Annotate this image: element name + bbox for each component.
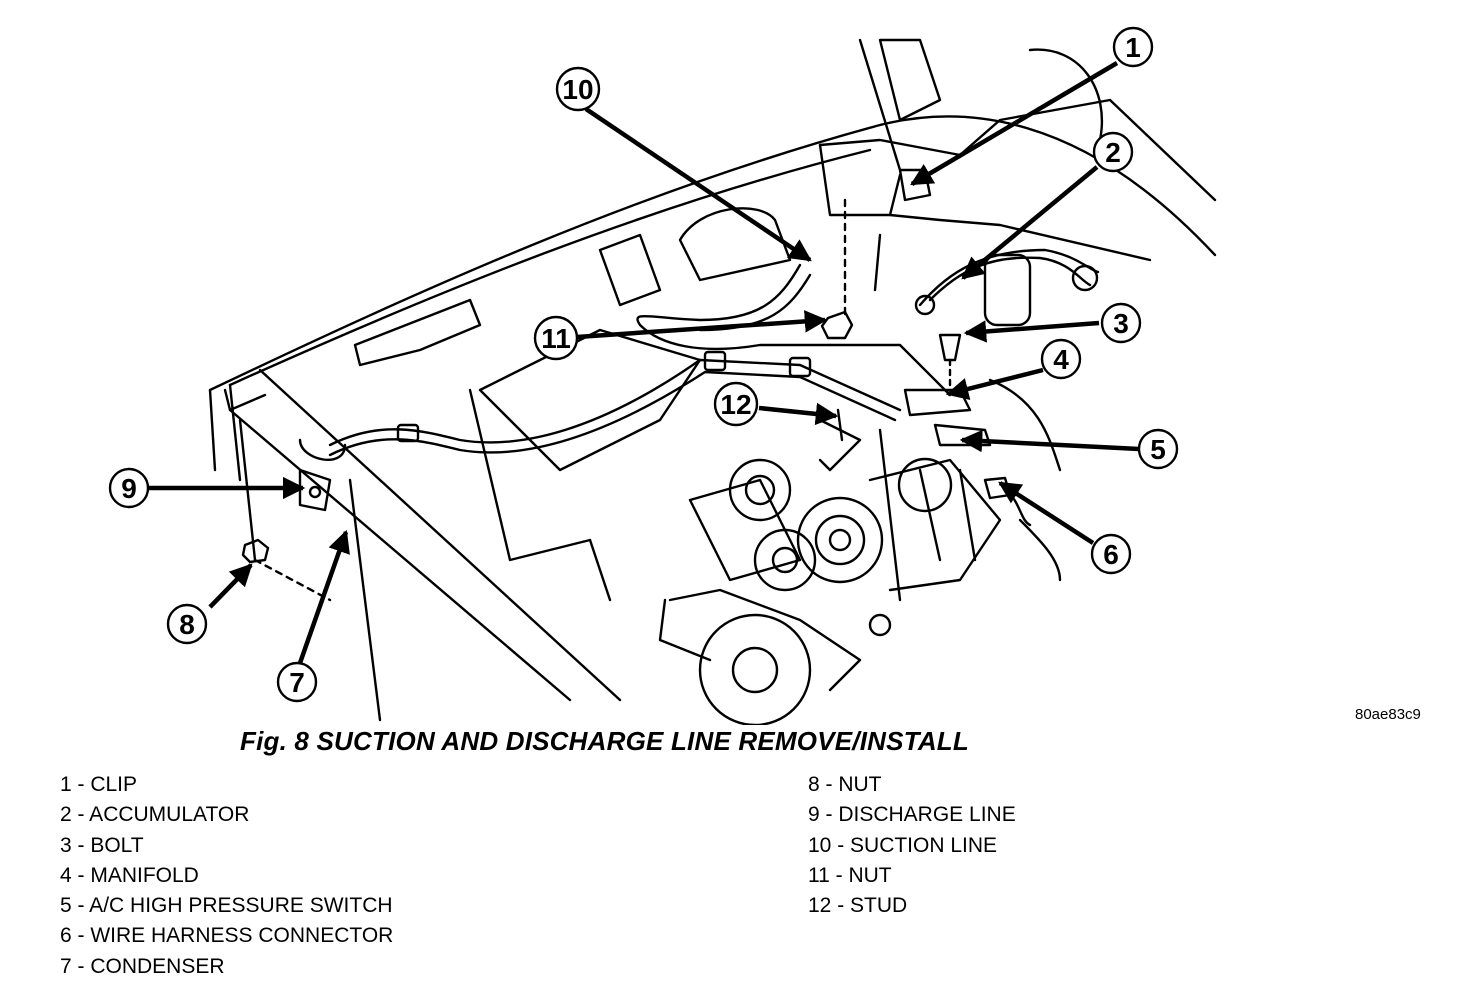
- callout-5: 5: [1137, 428, 1179, 470]
- figure-caption: Fig. 8 SUCTION AND DISCHARGE LINE REMOVE…: [240, 726, 969, 756]
- legend-item: 11 - NUT: [808, 863, 892, 887]
- legend-item: 4 - MANIFOLD: [60, 863, 199, 887]
- leader-lines: [148, 61, 1140, 664]
- svg-text:11: 11: [541, 323, 571, 354]
- callout-12: 12: [713, 381, 759, 427]
- callout-10: 10: [555, 66, 601, 112]
- svg-text:7: 7: [289, 667, 305, 698]
- legend-item: 1 - CLIP: [60, 773, 138, 796]
- svg-text:1: 1: [1125, 32, 1141, 63]
- callout-11: 11: [533, 315, 579, 361]
- callout-9: 9: [108, 467, 150, 509]
- callout-7: 7: [276, 661, 318, 703]
- legend-item: 7 - CONDENSER: [60, 954, 225, 978]
- svg-text:12: 12: [720, 389, 751, 420]
- legend-item: 10 - SUCTION LINE: [808, 833, 998, 857]
- svg-text:6: 6: [1103, 539, 1119, 570]
- svg-text:9: 9: [121, 473, 137, 504]
- svg-text:4: 4: [1053, 344, 1069, 375]
- engine-bay-illustration: 1 2 3 4 5 6 7 8 9 10 11 12: [108, 26, 1217, 725]
- legend-item: 5 - A/C HIGH PRESSURE SWITCH: [60, 894, 393, 918]
- callout-2: 2: [1092, 131, 1134, 173]
- legend-item: 12 - STUD: [808, 894, 908, 918]
- callout-6: 6: [1090, 533, 1132, 575]
- svg-text:10: 10: [562, 74, 593, 105]
- svg-text:2: 2: [1105, 137, 1121, 168]
- legend-item: 8 - NUT: [808, 773, 882, 796]
- callout-1: 1: [1112, 26, 1154, 68]
- legend-item: 6 - WIRE HARNESS CONNECTOR: [60, 924, 394, 948]
- callout-3: 3: [1100, 302, 1142, 344]
- svg-text:3: 3: [1113, 308, 1129, 339]
- svg-text:8: 8: [179, 609, 195, 640]
- legend-left-column: 1 - CLIP 2 - ACCUMULATOR 3 - BOLT 4 - MA…: [60, 770, 393, 982]
- svg-text:5: 5: [1150, 434, 1166, 465]
- line-art: [208, 38, 1217, 725]
- figure-id: 80ae83c9: [1355, 706, 1421, 723]
- legend-item: 3 - BOLT: [60, 833, 144, 857]
- callout-8: 8: [166, 603, 208, 645]
- legend-item: 2 - ACCUMULATOR: [60, 803, 250, 827]
- legend-right-column: 8 - NUT 9 - DISCHARGE LINE 10 - SUCTION …: [808, 770, 1016, 921]
- callout-4: 4: [1040, 338, 1082, 380]
- legend-item: 9 - DISCHARGE LINE: [808, 803, 1016, 827]
